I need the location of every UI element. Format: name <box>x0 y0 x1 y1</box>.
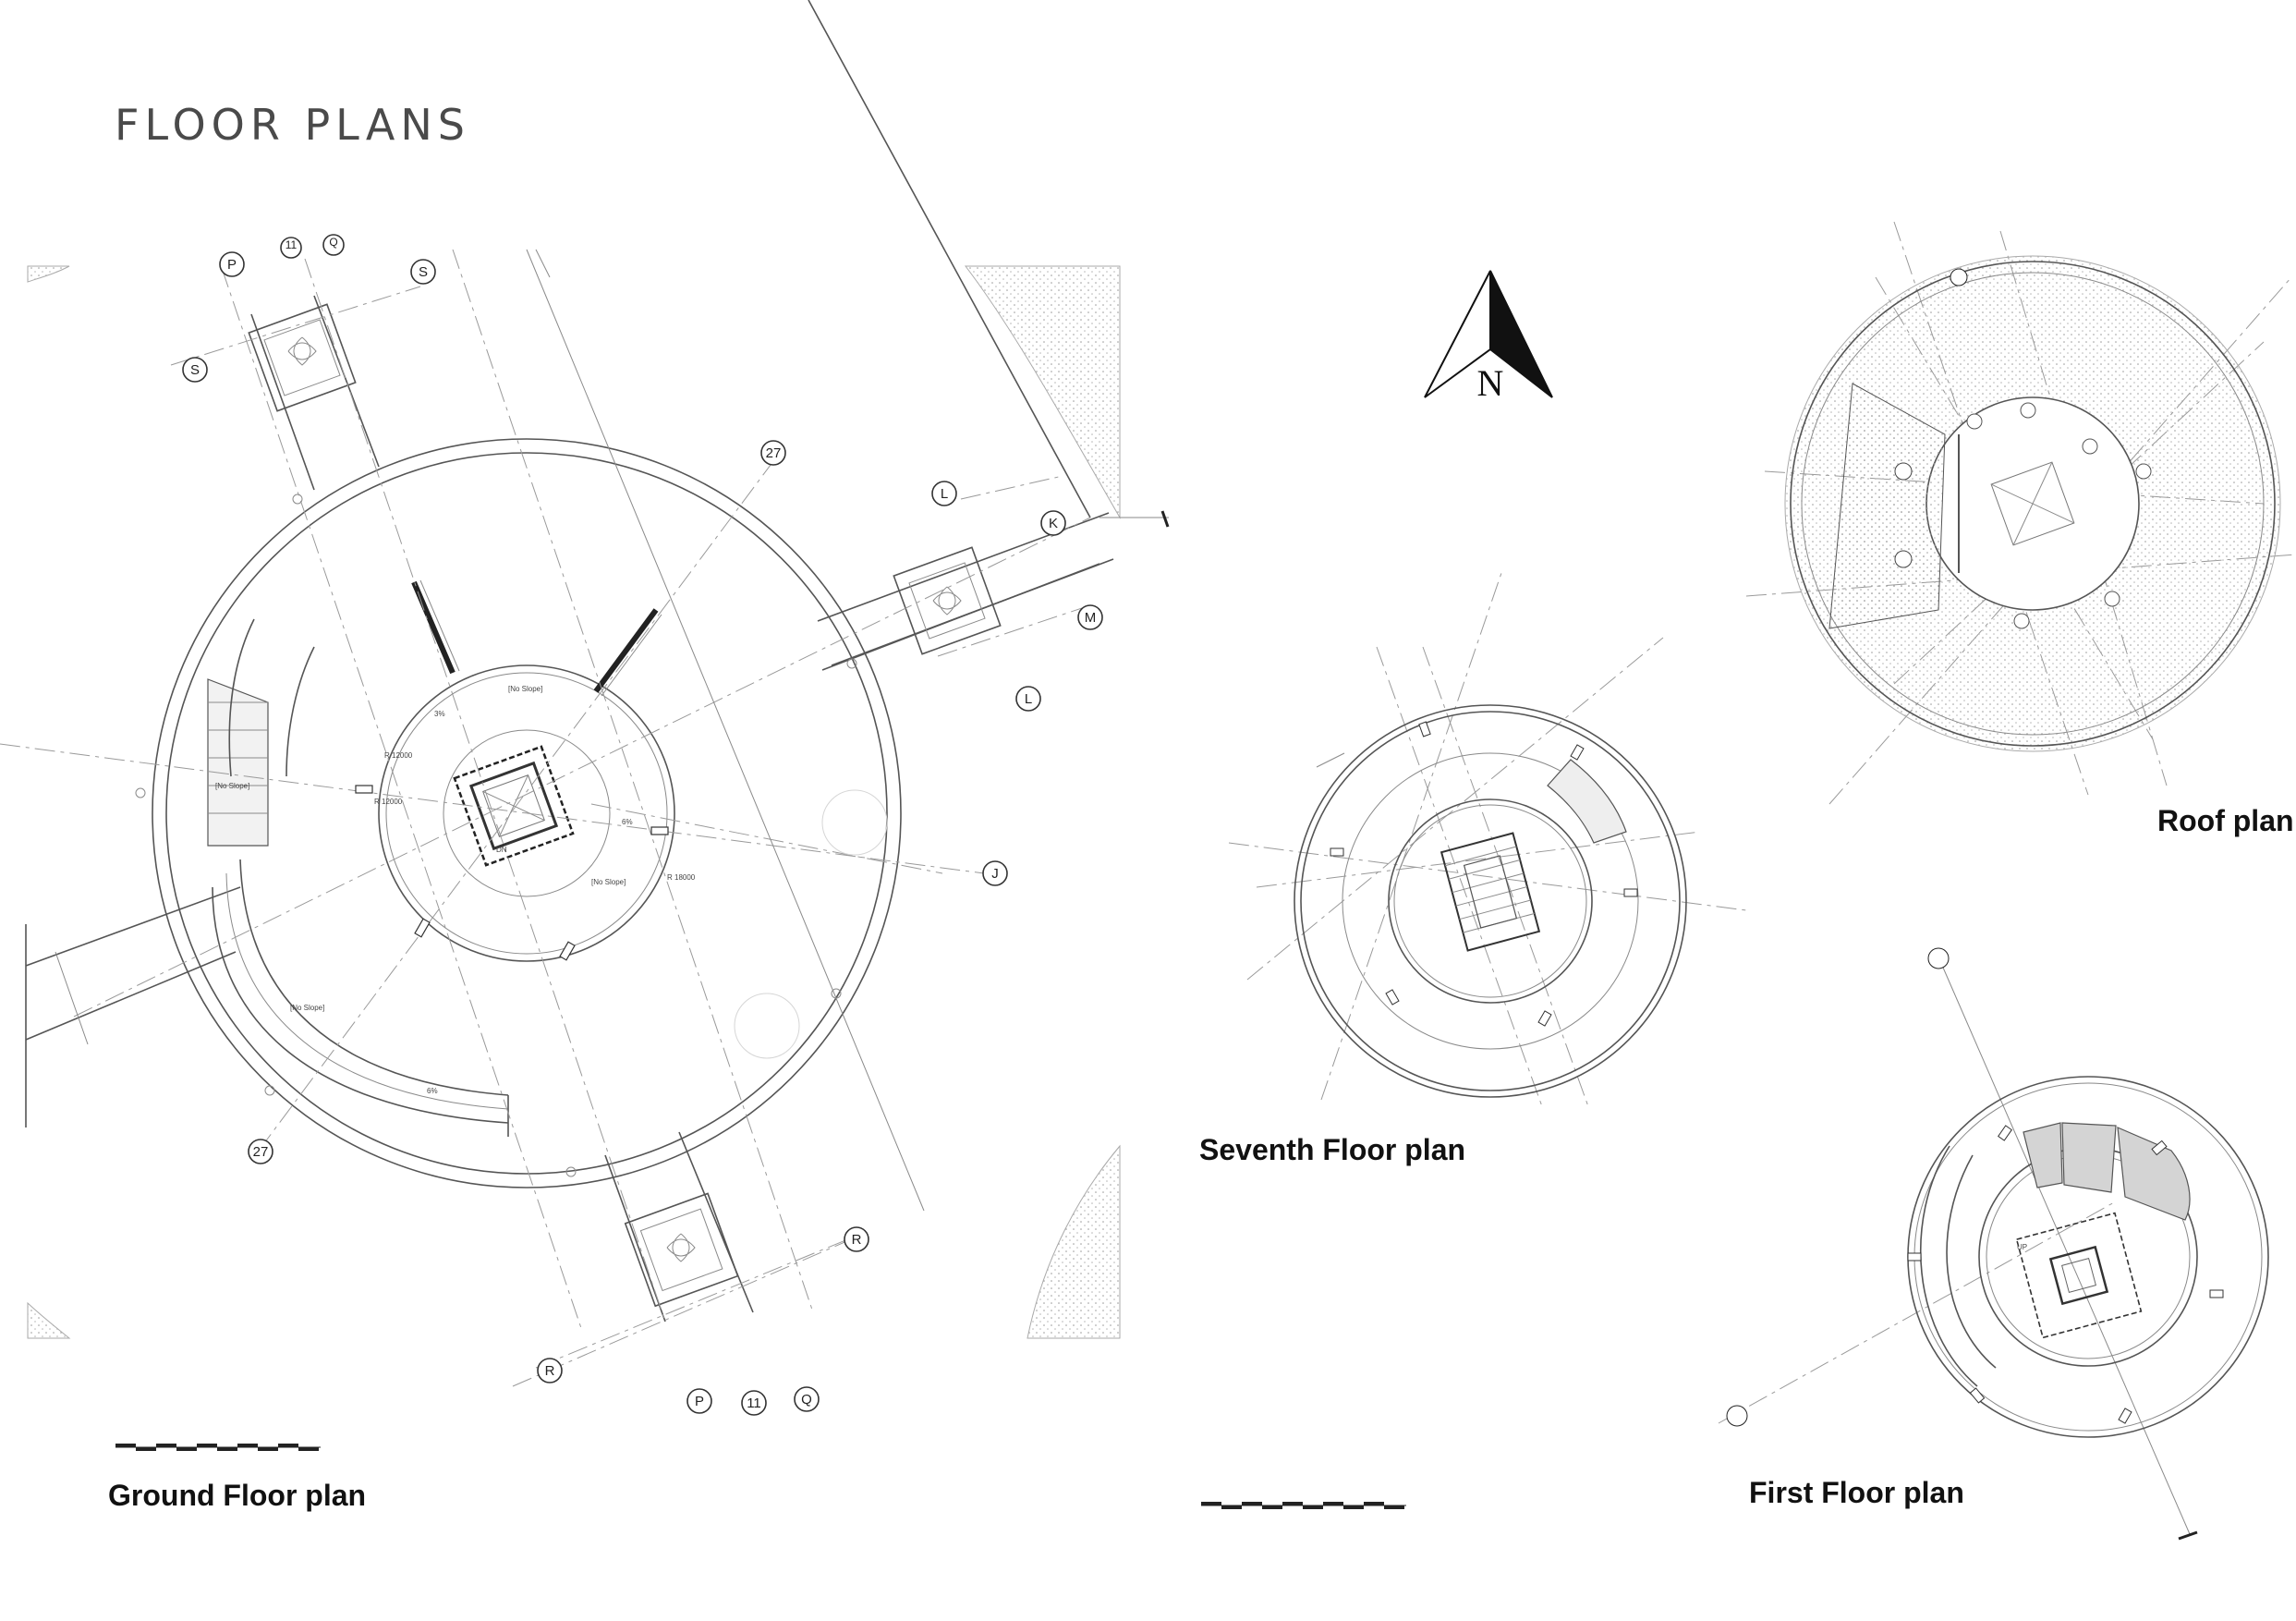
north-letter: N <box>1477 362 1504 404</box>
no-slope-label: [No Slope] <box>591 878 626 886</box>
south-bridge <box>604 1131 754 1322</box>
grid-bubble: J <box>982 860 1008 886</box>
grid-bubble: R <box>537 1358 563 1383</box>
grid-bubble: M <box>1077 604 1103 630</box>
slope-label: 3% <box>434 710 445 718</box>
svg-text:27: 27 <box>253 1144 269 1160</box>
grid-bubble: L <box>931 481 957 506</box>
scale-bar <box>115 1444 321 1451</box>
svg-text:R: R <box>545 1363 555 1379</box>
landscape-hatch-top-right <box>964 265 1121 519</box>
up-label: UP <box>2017 1243 2027 1251</box>
svg-text:P: P <box>227 257 237 273</box>
seventh-floor-plan <box>1228 572 1747 1110</box>
svg-text:L: L <box>941 486 948 502</box>
no-slope-label: [No Slope] <box>215 782 249 790</box>
ground-floor-plan: [No Slope] [No Slope] [No Slope] [No Slo… <box>0 0 1170 1451</box>
grid-bubble: S <box>410 259 436 285</box>
north-bridge <box>248 295 380 491</box>
first-floor-plan: UP <box>1201 947 2269 1541</box>
landscape-hatch-bottom-left <box>27 1301 71 1339</box>
dn-label: DN <box>496 846 507 854</box>
no-slope-label: [No Slope] <box>508 685 542 693</box>
svg-text:P: P <box>695 1394 704 1409</box>
grid-bubble: 11 <box>280 237 302 259</box>
svg-text:K: K <box>1049 516 1058 531</box>
north-arrow: N <box>1424 270 1553 404</box>
grid-bubble: 27 <box>760 440 786 466</box>
grid-bubble: 11 <box>741 1390 767 1416</box>
roof-plan-label: Roof plan <box>2157 804 2294 837</box>
radius-label: R 12000 <box>374 798 403 806</box>
radius-label: R 18000 <box>667 873 696 882</box>
no-slope-label: [No Slope] <box>290 1004 324 1012</box>
slope-label: 6% <box>427 1087 438 1095</box>
landscape-hatch-bottom-right <box>1027 1144 1121 1339</box>
grid-bubble: P <box>686 1388 712 1414</box>
svg-text:M: M <box>1085 610 1097 626</box>
svg-text:11: 11 <box>285 238 298 251</box>
grid-bubble: Q <box>794 1386 820 1412</box>
roof-plan <box>1745 221 2296 805</box>
grid-bubble: Q <box>322 234 345 256</box>
grid-bubble: P <box>219 251 245 277</box>
page-title: FLOOR PLANS <box>115 100 470 150</box>
svg-text:11: 11 <box>747 1396 761 1411</box>
grid-bubble: L <box>1015 686 1041 712</box>
central-core <box>453 745 575 867</box>
ground-floor-plan-label: Ground Floor plan <box>108 1479 367 1512</box>
west-stair <box>207 618 315 847</box>
radius-label: R 12000 <box>384 751 413 760</box>
grid-bubble: K <box>1040 510 1066 536</box>
svg-text:Q: Q <box>329 236 337 249</box>
svg-text:L: L <box>1025 691 1032 707</box>
svg-text:27: 27 <box>766 445 782 461</box>
scale-bar <box>1201 1502 1406 1509</box>
svg-text:S: S <box>419 264 428 280</box>
svg-text:Q: Q <box>801 1392 812 1408</box>
grid-bubble: S <box>182 357 208 383</box>
west-ramp <box>25 886 241 1127</box>
inclined-walls <box>411 579 662 697</box>
slope-label: 6% <box>622 818 633 826</box>
svg-text:S: S <box>190 362 200 378</box>
seventh-floor-plan-label: Seventh Floor plan <box>1199 1133 1466 1166</box>
first-floor-plan-label: First Floor plan <box>1749 1476 1964 1509</box>
landscape-hatch-top-left <box>27 265 70 283</box>
grid-bubble: R <box>844 1226 869 1252</box>
svg-text:J: J <box>991 866 999 882</box>
svg-text:R: R <box>852 1232 862 1248</box>
grid-bubble: 27 <box>248 1139 273 1164</box>
